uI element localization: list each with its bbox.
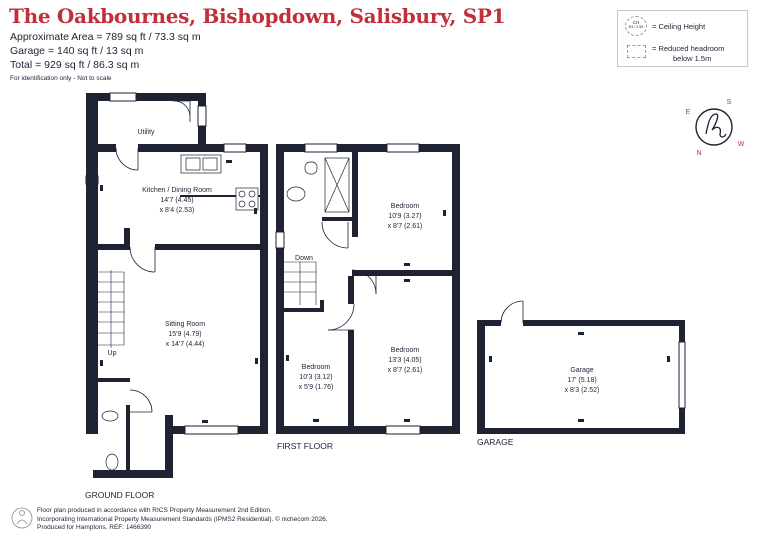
- compass-logo-glyph: [705, 113, 727, 138]
- garage-name: Garage: [570, 367, 593, 374]
- garage-dim1: 17' (5.18): [567, 377, 596, 384]
- kitchen-dim2: x 8'4 (2.53): [160, 207, 195, 214]
- footer-line-2: Incorporating International Property Mea…: [37, 515, 328, 523]
- compass-icon: S W N E: [686, 99, 745, 157]
- bedroom2-name: Bedroom: [391, 347, 420, 354]
- legend-box: CH 8'4 / 2.55 = Ceiling Height = Reduced…: [617, 10, 748, 67]
- compass-north: N: [696, 150, 701, 157]
- compass-east: E: [686, 109, 691, 116]
- footer: Floor plan produced in accordance with R…: [37, 507, 328, 533]
- ground-floor-label: GROUND FLOOR: [85, 490, 154, 500]
- rics-icon: [11, 507, 33, 529]
- compass-south: S: [727, 99, 732, 106]
- approx-area: Approximate Area = 789 sq ft / 73.3 sq m: [10, 31, 201, 43]
- up-label: Up: [108, 350, 117, 357]
- bedroom3-dim2: x 5'9 (1.76): [299, 384, 334, 391]
- bedroom1-name: Bedroom: [391, 203, 420, 210]
- down-label: Down: [295, 255, 313, 262]
- bedroom1-dim1: 10'9 (3.27): [388, 213, 421, 220]
- reduced-headroom-symbol: [627, 45, 646, 58]
- footer-line-3: Produced for Hamptons. REF: 1466390: [37, 524, 152, 531]
- garage-walls: [477, 320, 685, 434]
- ceiling-height-label: = Ceiling Height: [652, 22, 706, 31]
- first-floor-label: FIRST FLOOR: [277, 441, 333, 451]
- first-floor-walls: [276, 144, 460, 434]
- utility-label: Utility: [137, 129, 155, 136]
- compass-ring: [695, 108, 733, 146]
- stairs: [98, 261, 317, 348]
- kitchen-name: Kitchen / Dining Room: [142, 187, 212, 194]
- bedroom3-name: Bedroom: [302, 364, 331, 371]
- doors: [115, 100, 524, 413]
- ch-symbol-text: CH: [632, 20, 640, 25]
- garage-area: Garage = 140 sq ft / 13 sq m: [10, 45, 144, 57]
- radiators: [100, 160, 670, 423]
- total-area: Total = 929 sq ft / 86.3 sq m: [10, 59, 140, 71]
- kitchen-dim1: 14'7 (4.45): [160, 197, 193, 204]
- sitting-name: Sitting Room: [165, 321, 205, 328]
- garage-floor-label: GARAGE: [477, 437, 514, 447]
- reduced-headroom-label-1: = Reduced headroom: [652, 44, 725, 53]
- ceiling-height-symbol: CH 8'4 / 2.55: [625, 16, 647, 36]
- sitting-dim1: 15'9 (4.79): [168, 331, 201, 338]
- windows: [85, 92, 686, 435]
- bedroom1-dim2: x 8'7 (2.61): [388, 223, 423, 230]
- bedroom2-dim2: x 8'7 (2.61): [388, 367, 423, 374]
- room-labels: Utility Kitchen / Dining Room 14'7 (4.45…: [108, 129, 600, 394]
- page-title: The Oakbournes, Bishopdown, Salisbury, S…: [9, 4, 506, 28]
- compass-west: W: [738, 141, 745, 148]
- bedroom3-dim1: 10'3 (3.12): [299, 374, 332, 381]
- identification-note: For identification only - Not to scale: [10, 75, 112, 82]
- ch-example-text: 8'4 / 2.55: [628, 25, 644, 29]
- bedroom2-dim1: 13'3 (4.05): [388, 357, 421, 364]
- fixtures: [101, 154, 350, 471]
- footer-line-1: Floor plan produced in accordance with R…: [37, 507, 272, 514]
- reduced-headroom-label-2: below 1.5m: [673, 54, 712, 63]
- garage-dim2: x 8'3 (2.52): [565, 387, 600, 394]
- sitting-dim2: x 14'7 (4.44): [166, 341, 205, 348]
